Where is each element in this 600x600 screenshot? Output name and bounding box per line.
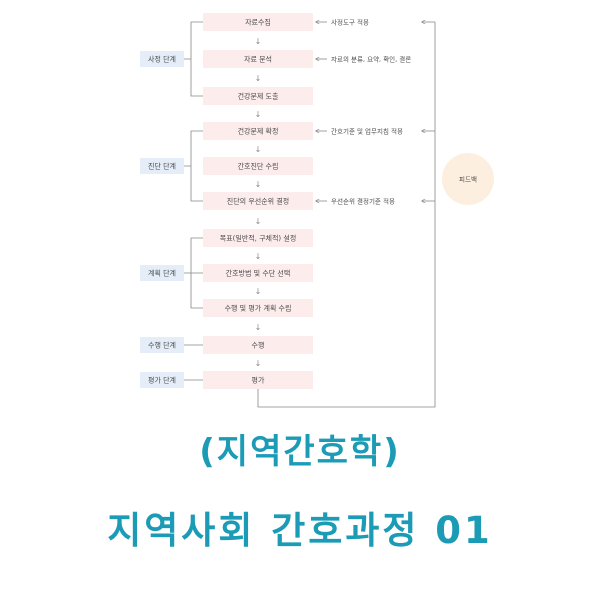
down-arrow-icon: ↓: [255, 217, 262, 226]
phase-label: 진단 단계: [148, 162, 176, 171]
step-label: 자료 분석: [244, 55, 272, 64]
note-label: 간호기준 및 업무지침 적용: [331, 127, 403, 136]
note-labels: 사정도구 적용 자료의 분류, 요약, 확인, 결론 간호기준 및 업무지침 적…: [331, 18, 411, 206]
phase-brackets: [184, 21, 203, 381]
phase-boxes: [140, 51, 184, 388]
phase-box-assessment: [140, 51, 184, 67]
step-labels: 자료수집 자료 분석 건강문제 도출 건강문제 확정 간호진단 수립 진단의 우…: [220, 18, 297, 385]
note-label: 사정도구 적용: [331, 18, 369, 27]
phase-label: 계획 단계: [148, 269, 176, 278]
step-label: 목표(일반적, 구체적) 설정: [220, 234, 297, 243]
step-box-method-selection: [203, 264, 313, 282]
step-label: 간호방법 및 수단 선택: [226, 269, 291, 278]
step-boxes: [203, 13, 313, 389]
step-box-nursing-diagnosis: [203, 157, 313, 175]
step-box-data-analysis: [203, 50, 313, 68]
feedback-line: [257, 22, 436, 408]
bracket-diagnosis: [184, 130, 203, 202]
bracket-assessment: [184, 21, 203, 97]
step-label: 건강문제 도출: [238, 92, 279, 101]
phase-box-evaluation: [140, 372, 184, 388]
phase-labels: 사정 단계 진단 단계 계획 단계 수행 단계 평가 단계: [148, 55, 176, 385]
note-arrows: [316, 22, 327, 201]
step-box-problem-confirmation: [203, 122, 313, 140]
step-label: 수행 및 평가 계획 수립: [225, 304, 292, 313]
step-label: 수행: [252, 341, 265, 350]
down-arrow-icon: ↓: [255, 37, 262, 46]
step-box-plan: [203, 299, 313, 317]
down-arrow-icon: ↓: [255, 110, 262, 119]
phase-label: 수행 단계: [148, 341, 176, 350]
down-arrow-icon: ↓: [255, 252, 262, 261]
step-box-evaluation: [203, 371, 313, 389]
phase-label: 평가 단계: [148, 376, 176, 385]
step-box-priority: [203, 192, 313, 210]
phase-label: 사정 단계: [148, 55, 176, 64]
step-box-problem-derivation: [203, 87, 313, 105]
step-label: 진단의 우선순위 결정: [227, 197, 289, 206]
down-arrow-icon: ↓: [255, 180, 262, 189]
down-arrow-icon: ↓: [255, 287, 262, 296]
phase-box-diagnosis: [140, 158, 184, 174]
feedback-label: 피드백: [459, 175, 477, 184]
note-label: 우선순위 결정기준 적용: [331, 197, 395, 206]
down-arrows: ↓ ↓ ↓ ↓ ↓ ↓ ↓ ↓ ↓ ↓: [255, 37, 262, 368]
step-box-goal-setting: [203, 229, 313, 247]
down-arrow-icon: ↓: [255, 323, 262, 332]
step-label: 자료수집: [245, 18, 271, 27]
nursing-process-flowchart: 자료수집 자료 분석 건강문제 도출 건강문제 확정 간호진단 수립 진단의 우…: [140, 13, 494, 408]
feedback-circle: [442, 153, 494, 205]
feedback-loop: [257, 22, 436, 408]
note-label: 자료의 분류, 요약, 확인, 결론: [331, 55, 411, 64]
phase-box-implementation: [140, 337, 184, 353]
title-subject: (지역간호학): [199, 432, 401, 472]
phase-box-planning: [140, 265, 184, 281]
down-arrow-icon: ↓: [255, 145, 262, 154]
down-arrow-icon: ↓: [255, 359, 262, 368]
step-label: 간호진단 수립: [238, 162, 279, 171]
step-box-data-collection: [203, 13, 313, 31]
down-arrow-icon: ↓: [255, 74, 262, 83]
step-label: 평가: [252, 376, 265, 385]
step-label: 건강문제 확정: [238, 127, 279, 136]
title-topic: 지역사회 간호과정 01: [107, 509, 493, 552]
bracket-planning: [184, 237, 203, 309]
step-box-implementation: [203, 336, 313, 354]
